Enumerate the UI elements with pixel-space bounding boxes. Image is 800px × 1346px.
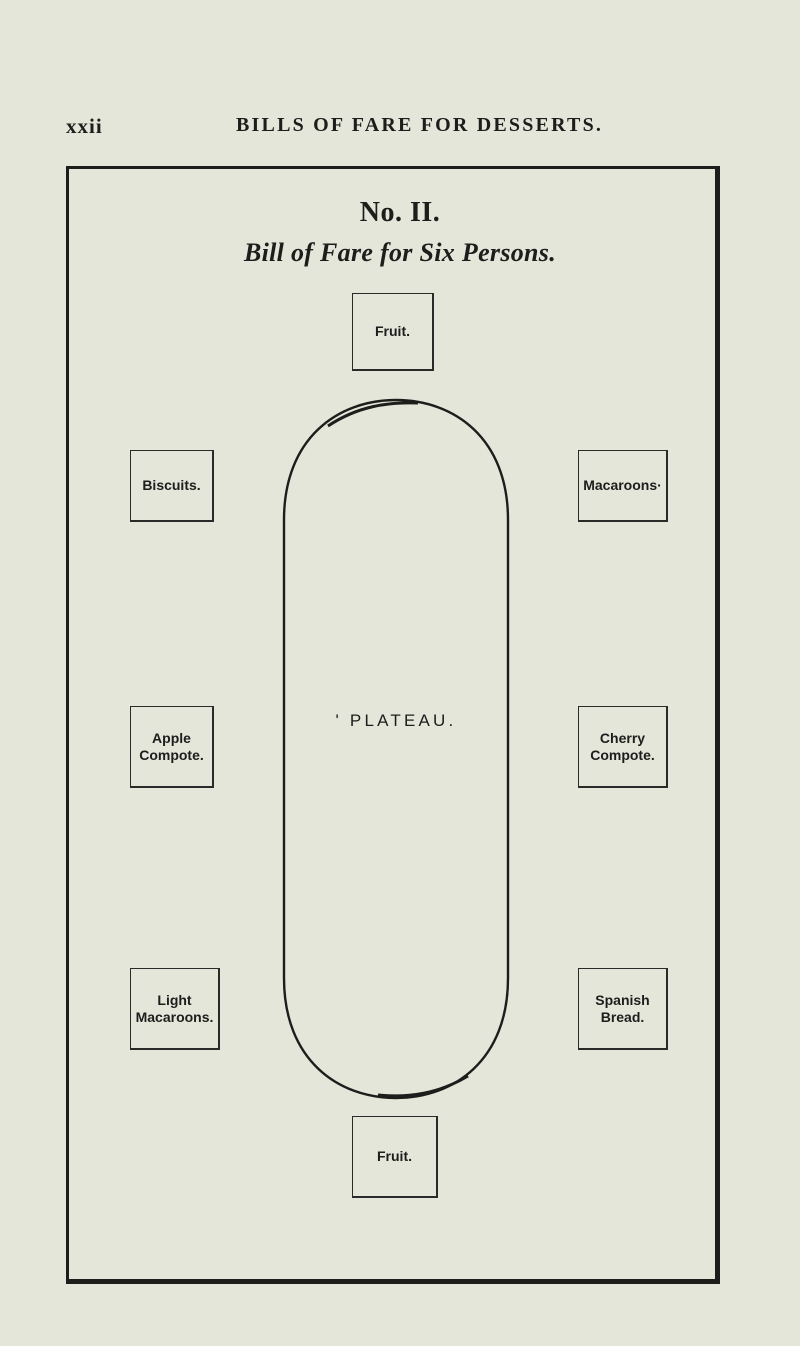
dish-label: Apple Compote. xyxy=(139,729,204,763)
dish-label: Cherry Compote. xyxy=(590,729,655,763)
bill-title: Bill of Fare for Six Persons. xyxy=(243,238,557,267)
dish-biscuits: Biscuits. xyxy=(130,450,214,522)
dish-fruit-top: Fruit. xyxy=(352,293,434,371)
dish-macaroons: Macaroons· xyxy=(578,450,668,522)
dish-label: Light Macaroons. xyxy=(135,991,214,1025)
plateau-shape xyxy=(282,398,510,1100)
dish-label: Fruit. xyxy=(377,1148,412,1164)
dish-label: Spanish Bread. xyxy=(595,991,650,1025)
dish-cherry-compote: Cherry Compote. xyxy=(578,706,668,788)
running-head: BILLS OF FARE FOR DESSERTS. xyxy=(236,114,604,136)
page-header: xxii BILLS OF FARE FOR DESSERTS. xyxy=(0,0,800,160)
dish-label: Biscuits. xyxy=(142,477,201,493)
bill-of-fare-frame xyxy=(66,166,720,1284)
dish-label: Fruit. xyxy=(375,323,410,339)
dish-label: Macaroons· xyxy=(583,477,662,493)
dish-spanish-bread: Spanish Bread. xyxy=(578,968,668,1050)
dish-fruit-bottom: Fruit. xyxy=(352,1116,438,1198)
page-number: xxii xyxy=(66,114,103,138)
bill-number: No. II. xyxy=(359,197,441,228)
dish-light-macaroons: Light Macaroons. xyxy=(130,968,220,1050)
dish-apple-compote: Apple Compote. xyxy=(130,706,214,788)
plateau-label: ' PLATEAU. xyxy=(335,711,457,730)
